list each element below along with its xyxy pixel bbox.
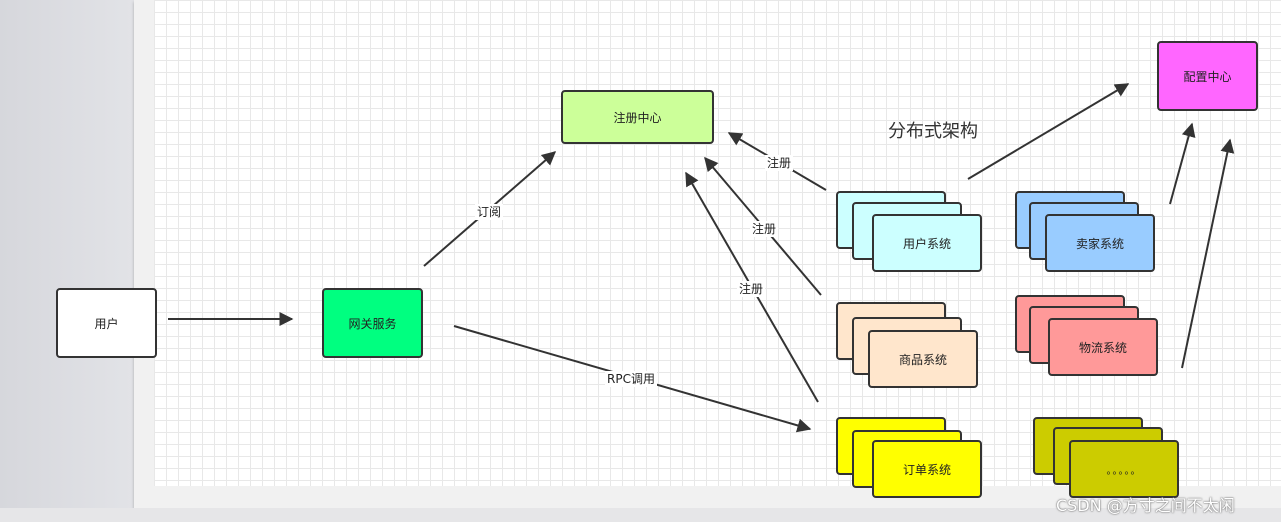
edge-label-subscribe: 订阅 <box>475 204 504 220</box>
edge-seller-config <box>1169 122 1196 205</box>
node-user[interactable]: 用户 <box>56 288 157 358</box>
diagram-title: 分布式架构 <box>888 121 978 142</box>
node-user-label: 用户 <box>94 316 119 331</box>
node-user-system[interactable]: 用户系统 <box>872 214 982 272</box>
node-registry-label: 注册中心 <box>613 110 662 125</box>
node-seller-system[interactable]: 卖家系统 <box>1045 214 1155 272</box>
node-user-system-label: 用户系统 <box>902 236 951 251</box>
watermark: CSDN @方寸之间不太闲 <box>1056 496 1235 515</box>
edge-logistics-config <box>1181 138 1235 369</box>
node-product-system-label: 商品系统 <box>898 352 947 367</box>
node-logistics-system-label: 物流系统 <box>1078 340 1127 355</box>
node-registry[interactable]: 注册中心 <box>561 90 714 144</box>
node-product-system[interactable]: 商品系统 <box>868 330 978 388</box>
edge-label-rpc: RPC调用 <box>605 371 657 387</box>
node-seller-system-label: 卖家系统 <box>1075 236 1124 251</box>
node-more-systems[interactable]: 。。。。。 <box>1069 440 1179 498</box>
bottom-band <box>0 508 1281 522</box>
node-order-system[interactable]: 订单系统 <box>872 440 982 498</box>
node-config[interactable]: 配置中心 <box>1157 41 1258 111</box>
edge-label-register-user: 注册 <box>765 155 794 171</box>
edge-label-register-order: 注册 <box>737 281 766 297</box>
node-gateway-label: 网关服务 <box>348 316 397 331</box>
node-config-label: 配置中心 <box>1183 69 1232 84</box>
node-order-system-label: 订单系统 <box>902 462 951 477</box>
node-more-systems-label: 。。。。。 <box>1106 465 1142 477</box>
edge-label-register-product: 注册 <box>750 221 779 237</box>
left-margin <box>0 0 134 522</box>
node-gateway[interactable]: 网关服务 <box>322 288 423 358</box>
edge-user-system-config <box>967 83 1130 180</box>
node-logistics-system[interactable]: 物流系统 <box>1048 318 1158 376</box>
